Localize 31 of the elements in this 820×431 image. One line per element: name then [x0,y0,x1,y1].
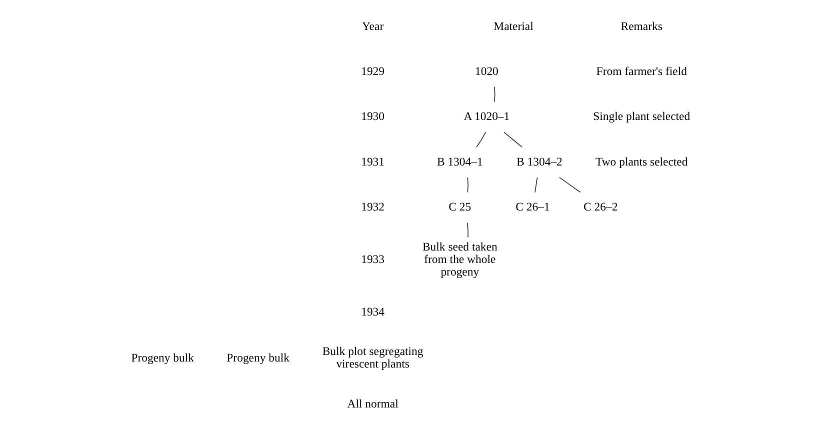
node-text: 1020 [474,64,498,78]
connector [466,222,468,238]
connector [494,86,495,102]
label: 1931 [360,155,384,168]
node-text: C 26–2 [583,200,618,214]
node-text: B 1304–2 [516,155,562,168]
connector [466,177,468,193]
label: All normal [346,397,398,410]
connector [558,177,580,193]
label: Bulk plot segregating virescent plants [322,345,423,371]
label: Two plants selected [595,155,688,168]
node-text: C 26–1 [515,200,550,214]
connector [534,177,538,193]
label: 1932 [360,200,384,214]
connector [503,132,522,148]
node-text: B 1304–1 [436,155,482,168]
label: Year [362,20,384,33]
label: 1933 [360,252,384,266]
label: From farmer's field [596,64,686,78]
label: Single plant selected [592,110,690,124]
label: 1929 [360,64,384,78]
label: 1934 [360,305,384,318]
node-text: Bulk seed taken from the whole progeny [422,240,497,279]
node-text: C 25 [448,200,471,214]
label: Progeny bulk [130,351,194,364]
label: 1930 [360,110,384,124]
label: Remarks [620,20,662,33]
node-text: A 1020–1 [463,110,510,124]
label: Material [493,20,533,33]
connector [476,132,486,148]
label: Progeny bulk [226,351,289,364]
